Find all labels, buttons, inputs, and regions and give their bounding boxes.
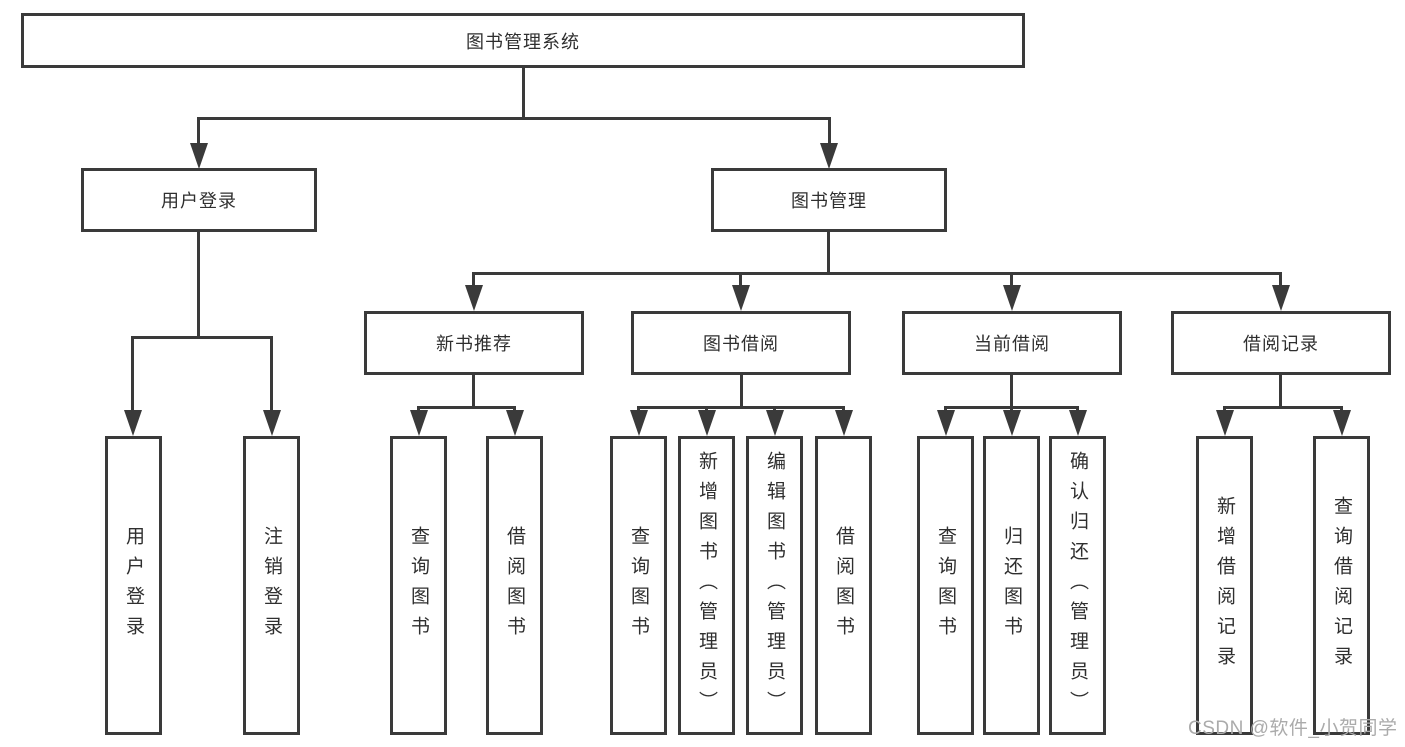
arrow-down-icon	[410, 410, 428, 436]
connector-stem	[197, 232, 200, 339]
arrow-down-icon	[835, 410, 853, 436]
connector-drop	[270, 336, 273, 412]
arrow-down-icon	[1272, 285, 1290, 311]
arrow-down-icon	[1216, 410, 1234, 436]
arrow-down-icon	[698, 410, 716, 436]
leaf-records-add-label: 新增借阅记录	[1214, 495, 1235, 676]
arrow-down-icon	[937, 410, 955, 436]
leaf-logout: 注销登录	[243, 436, 300, 735]
arrow-down-icon	[1069, 410, 1087, 436]
leaf-borrow-borrow: 借阅图书	[815, 436, 872, 735]
node-user-login: 用户登录	[81, 168, 317, 232]
connector-drop	[131, 336, 134, 412]
leaf-borrow-add-admin-label: 新增图书（管理员）	[696, 450, 717, 721]
leaf-current-confirm-admin-label: 确认归还（管理员）	[1067, 450, 1088, 721]
leaf-borrow-add-admin: 新增图书（管理员）	[678, 436, 735, 735]
leaf-newbooks-query-label: 查询图书	[408, 525, 429, 646]
connector-rail	[1223, 406, 1343, 409]
leaf-borrow-edit-admin-label: 编辑图书（管理员）	[764, 450, 785, 721]
leaf-records-query: 查询借阅记录	[1313, 436, 1370, 735]
node-root: 图书管理系统	[21, 13, 1025, 68]
node-current-borrow: 当前借阅	[902, 311, 1122, 375]
connector-rail	[197, 117, 831, 120]
arrow-down-icon	[1333, 410, 1351, 436]
connector-drop	[1279, 272, 1282, 288]
node-current-borrow-label: 当前借阅	[974, 334, 1050, 354]
arrow-down-icon	[506, 410, 524, 436]
arrow-down-icon	[190, 143, 208, 169]
arrow-down-icon	[263, 410, 281, 436]
connector-drop	[739, 272, 742, 288]
connector-stem	[740, 375, 743, 409]
connector-drop	[197, 117, 200, 147]
csdn-watermark: CSDN @软件_小贺同学	[1188, 718, 1398, 739]
leaf-current-return-label: 归还图书	[1001, 525, 1022, 646]
arrow-down-icon	[465, 285, 483, 311]
leaf-records-query-label: 查询借阅记录	[1331, 495, 1352, 676]
node-user-login-label: 用户登录	[161, 191, 237, 211]
node-book-borrow: 图书借阅	[631, 311, 851, 375]
arrow-down-icon	[1003, 285, 1021, 311]
leaf-current-query-label: 查询图书	[935, 525, 956, 646]
node-new-book-recommend-label: 新书推荐	[436, 334, 512, 354]
leaf-newbooks-borrow: 借阅图书	[486, 436, 543, 735]
leaf-borrow-borrow-label: 借阅图书	[833, 525, 854, 646]
node-book-management: 图书管理	[711, 168, 947, 232]
connector-rail	[417, 406, 516, 409]
connector-drop	[828, 117, 831, 147]
leaf-newbooks-borrow-label: 借阅图书	[504, 525, 525, 646]
leaf-current-confirm-admin: 确认归还（管理员）	[1049, 436, 1106, 735]
connector-stem	[1279, 375, 1282, 409]
connector-stem	[522, 68, 525, 120]
node-book-management-label: 图书管理	[791, 191, 867, 211]
arrow-down-icon	[732, 285, 750, 311]
leaf-user-login: 用户登录	[105, 436, 162, 735]
leaf-current-query: 查询图书	[917, 436, 974, 735]
arrow-down-icon	[1003, 410, 1021, 436]
arrow-down-icon	[124, 410, 142, 436]
node-borrow-records-label: 借阅记录	[1243, 334, 1319, 354]
leaf-borrow-edit-admin: 编辑图书（管理员）	[746, 436, 803, 735]
connector-stem	[827, 232, 830, 275]
node-book-borrow-label: 图书借阅	[703, 334, 779, 354]
leaf-newbooks-query: 查询图书	[390, 436, 447, 735]
leaf-borrow-query-label: 查询图书	[628, 525, 649, 646]
arrow-down-icon	[630, 410, 648, 436]
connector-stem	[1010, 375, 1013, 409]
connector-drop	[1010, 272, 1013, 288]
leaf-current-return: 归还图书	[983, 436, 1040, 735]
node-root-label: 图书管理系统	[466, 31, 580, 52]
connector-stem	[472, 375, 475, 409]
arrow-down-icon	[766, 410, 784, 436]
leaf-records-add: 新增借阅记录	[1196, 436, 1253, 735]
connector-rail	[131, 336, 273, 339]
node-new-book-recommend: 新书推荐	[364, 311, 584, 375]
connector-rail	[472, 272, 1282, 275]
connector-rail	[637, 406, 845, 409]
leaf-logout-label: 注销登录	[261, 525, 282, 646]
leaf-borrow-query: 查询图书	[610, 436, 667, 735]
connector-drop	[472, 272, 475, 288]
node-borrow-records: 借阅记录	[1171, 311, 1391, 375]
arrow-down-icon	[820, 143, 838, 169]
leaf-user-login-label: 用户登录	[123, 525, 144, 646]
